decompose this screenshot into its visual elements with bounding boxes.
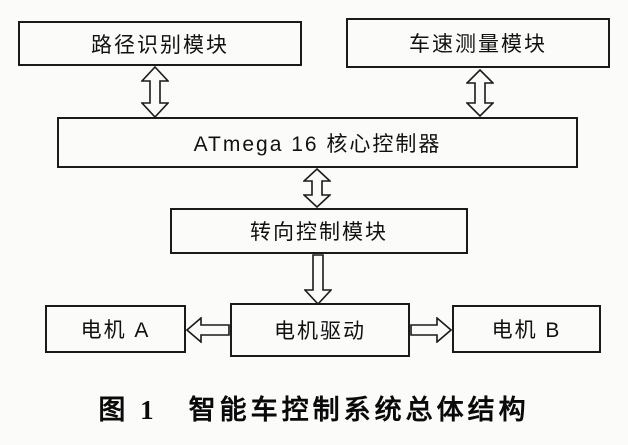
block-core-controller: ATmega 16 核心控制器 bbox=[57, 117, 578, 168]
block-speed-measurement-module: 车速测量模块 bbox=[346, 18, 610, 68]
down-arrow-icon bbox=[304, 254, 332, 305]
figure-caption: 图 1 智能车控制系统总体结构 bbox=[98, 395, 530, 425]
right-arrow-icon bbox=[410, 317, 452, 343]
bidirectional-arrow-icon bbox=[141, 66, 169, 118]
block-steering-control-module: 转向控制模块 bbox=[170, 208, 468, 254]
left-arrow-icon bbox=[186, 317, 230, 343]
block-motor-a: 电机 A bbox=[45, 305, 186, 353]
block-motor-b: 电机 B bbox=[452, 305, 601, 353]
block-motor-driver: 电机驱动 bbox=[230, 303, 410, 357]
bidirectional-arrow-icon bbox=[466, 69, 494, 117]
bidirectional-arrow-icon bbox=[303, 168, 331, 208]
block-path-recognition-module: 路径识别模块 bbox=[18, 21, 302, 66]
